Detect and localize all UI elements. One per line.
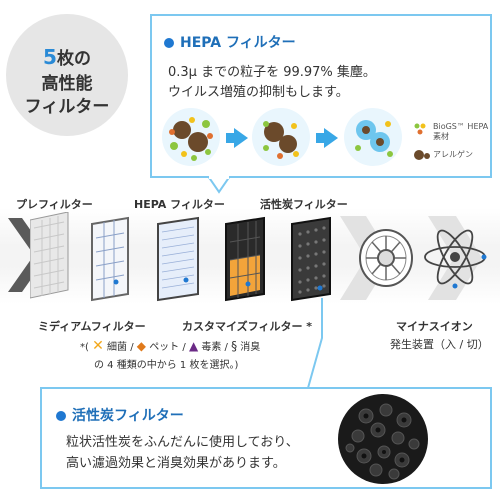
allergen-legend-label: アレルゲン [433,150,473,159]
prefilter-panel [30,212,69,299]
callout-connector [307,298,323,389]
hepa-body-line2: ウイルス増殖の抑制もします。 [168,85,349,100]
custom-filter-panel [225,216,265,302]
allergen-legend-icon [414,146,430,165]
ion-label-line1: マイナスイオン [396,320,473,333]
arrow-right-icon [226,128,248,148]
bullet-icon [164,38,174,48]
note-germs: 細菌 / [107,342,134,353]
biogs-legend-icon [414,120,430,139]
medium-filter-panel [91,216,129,302]
hepa-callout: HEPA フィルター 0.3μ までの粒子を 99.97% 集塵。 ウイルス増殖… [150,14,492,178]
callout-pointer [208,176,232,194]
odor-icon: § [231,339,238,353]
custom-note-line2: の 4 種類の中から 1 枚を選択。) [94,360,239,371]
activated-title: 活性炭フィルター [56,405,184,425]
badge-count: 5 [43,45,57,69]
custom-filter-label: カスタマイズフィルター * [182,320,313,333]
particles-icon [263,121,299,159]
activated-filter-label: 活性炭フィルター [260,198,348,211]
arrow-right-icon [316,128,338,148]
hepa-title: HEPA フィルター [164,32,296,52]
badge-line2: 高性能 [41,74,93,94]
ion-label-line2: 発生装置（入 / 切） [390,338,489,351]
filter-count-badge: 5枚の 高性能 フィルター [6,14,128,136]
pet-icon: ◆ [136,339,146,353]
particles-icon [355,120,393,157]
note-pet: ペット / [149,342,186,353]
hepa-body-line1: 0.3μ までの粒子を 99.97% 集塵。 [168,65,376,80]
toxin-icon: ▲ [188,339,199,353]
activated-filter-panel [291,216,331,302]
atom-icon [424,229,487,289]
medium-filter-label: ミディアムフィルター [38,320,146,333]
particle-stage-2 [252,108,310,166]
germ-icon: ✕ [92,338,104,354]
note-toxin: 毒素 / [201,342,228,353]
activated-body-line2: 高い濾過効果と消臭効果があります。 [66,456,286,471]
particle-stage-3 [344,108,402,166]
activated-title-text: 活性炭フィルター [72,408,184,424]
note-odor: 消臭 [240,342,261,353]
hepa-filter-label: HEPA フィルター [134,198,225,211]
badge-line3: フィルター [24,97,110,117]
hepa-title-text: HEPA フィルター [180,35,296,51]
activated-body-line1: 粒状活性炭をふんだんに使用しており、 [66,435,299,450]
carbon-granules-image [338,394,428,484]
badge-line1: 5枚の [6,44,128,69]
custom-note-line1: *( ✕ 細菌 / ◆ ペット / ▲ 毒素 / § 消臭 [80,338,260,354]
badge-count-suffix: 枚の [56,49,91,69]
particle-stage-1 [162,108,220,166]
note-prefix: *( [80,342,89,353]
biogs-legend-label: BioGS™ HEPA 素材 [433,122,489,141]
fan-icon [359,229,413,287]
hepa-filter-panel [157,216,199,302]
bullet-icon [56,411,66,421]
particles-icon [169,117,213,161]
filter-stack [30,212,331,302]
prefilter-label: プレフィルター [16,198,93,211]
